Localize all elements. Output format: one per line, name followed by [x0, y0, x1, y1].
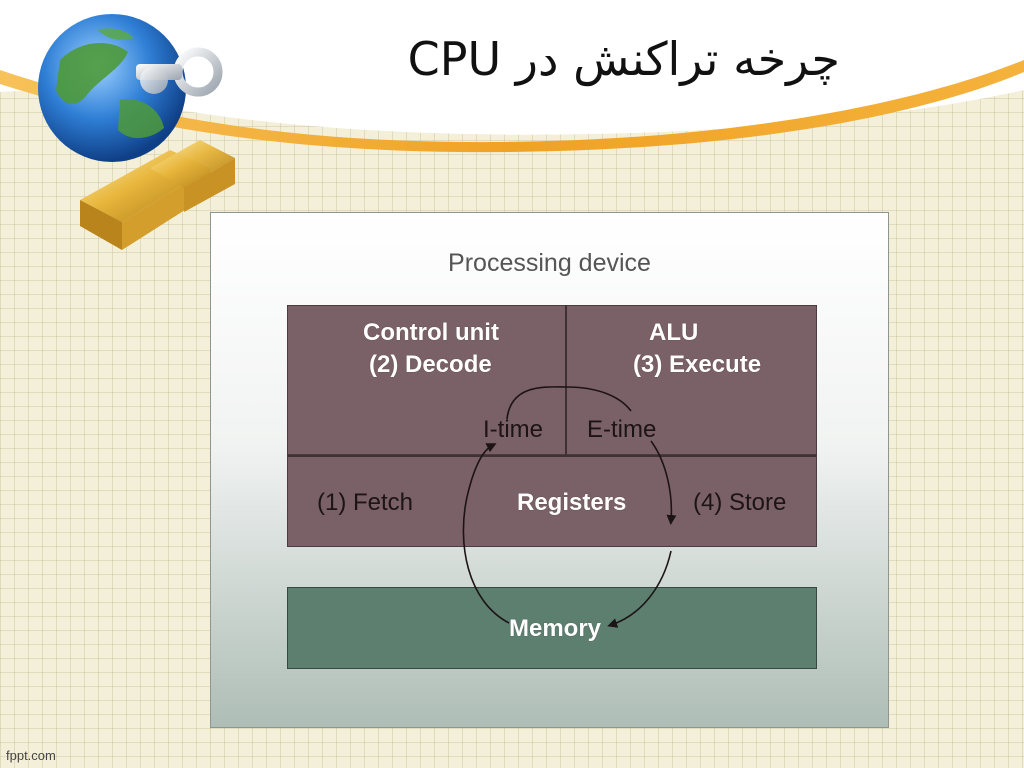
- title-band: [0, 0, 1024, 135]
- accent-wave: [0, 60, 1024, 153]
- slide-title: چرخه تراکنش در CPU: [407, 32, 840, 86]
- processing-device-label: Processing device: [448, 249, 651, 277]
- footer-brand: fppt.com: [6, 748, 56, 763]
- fetch-label: (1) Fetch: [317, 489, 414, 516]
- cpu-control-alu-block: [287, 305, 817, 455]
- registers-label: Registers: [517, 489, 627, 516]
- memory-block: [287, 587, 817, 669]
- control-alu-divider: [565, 305, 567, 455]
- memory-label: Memory: [509, 615, 602, 642]
- alu-label: ALU: [649, 319, 699, 346]
- control-unit-label: Control unit: [363, 319, 499, 346]
- cpu-cycle-diagram: Processing device Control unit (2) Decod…: [210, 212, 889, 728]
- globe-key-gold-bars-icon: [38, 14, 235, 250]
- execute-label: (3) Execute: [633, 351, 762, 378]
- store-label: (4) Store: [693, 489, 787, 516]
- i-time-label: I-time: [483, 416, 543, 443]
- decode-label: (2) Decode: [369, 351, 492, 378]
- registers-block: [287, 455, 817, 547]
- e-time-label: E-time: [587, 416, 657, 443]
